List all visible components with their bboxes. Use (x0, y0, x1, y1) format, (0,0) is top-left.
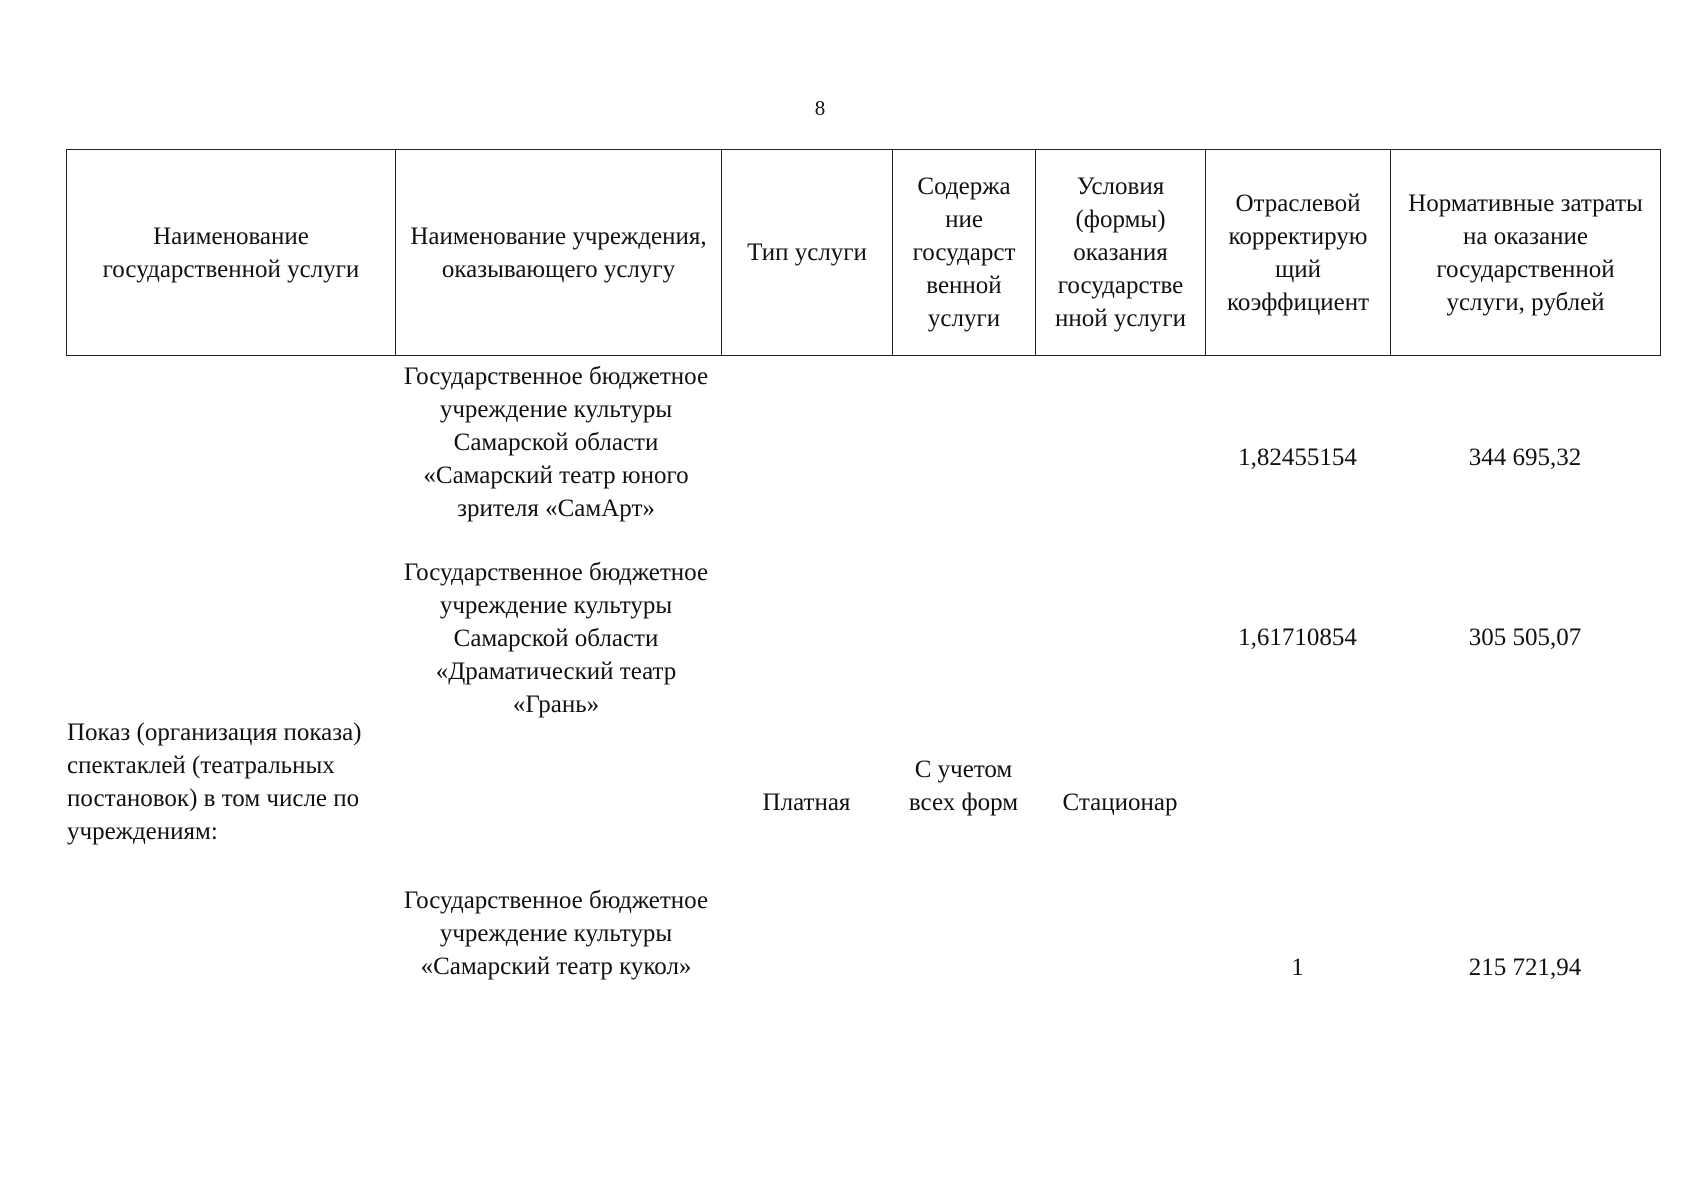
coefficient-3: 1 (1291, 954, 1304, 981)
page-number: 8 (814, 96, 826, 120)
cost-2: 305 505,07 (1468, 624, 1582, 651)
cost-1: 344 695,32 (1468, 444, 1582, 471)
header-service-type: Тип услуги (721, 149, 893, 356)
service-content: С учетом всех форм (908, 756, 1019, 816)
table-header: Наименование государственной услуги Наим… (66, 149, 1661, 356)
institution-3: Государственное бюджетное учреждение кул… (403, 887, 709, 980)
header-row: Наименование государственной услуги Наим… (66, 149, 1661, 356)
institution-2: Государственное бюджетное учреждение кул… (403, 559, 709, 718)
coefficient-2: 1,61710854 (1238, 624, 1357, 651)
institution-1: Государственное бюджетное учреждение кул… (403, 363, 709, 522)
header-institution: Наименование учреждения, оказывающего ус… (395, 149, 722, 356)
service-name: Показ (организация показа) спектаклей (т… (67, 719, 362, 845)
header-service-name: Наименование государственной услуги (66, 149, 396, 356)
header-normative-cost: Нормативные затраты на оказание государс… (1390, 149, 1661, 356)
header-service-content: Содержа ние государст венной услуги (892, 149, 1036, 356)
service-conditions: Стационар (1062, 789, 1178, 816)
coefficient-1: 1,82455154 (1238, 444, 1357, 471)
service-type: Платная (762, 789, 851, 816)
header-coefficient: Отраслевой корректирую щий коэффициент (1205, 149, 1391, 356)
header-service-conditions: Условия (формы) оказания государстве нно… (1035, 149, 1206, 356)
cost-3: 215 721,94 (1468, 954, 1582, 981)
